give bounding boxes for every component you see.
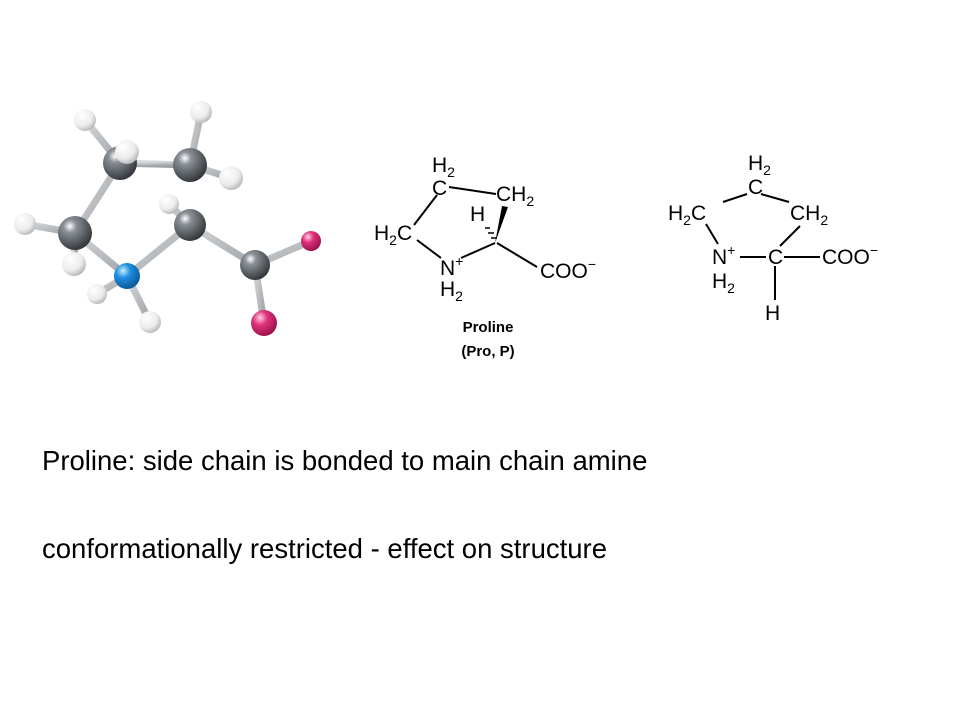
carbon-atom xyxy=(240,250,270,280)
stereo-wedge xyxy=(495,206,508,243)
caption-line1: Proline xyxy=(463,319,514,336)
carboxylate: COO− xyxy=(540,256,596,283)
top-ch2-h: H2 xyxy=(748,152,771,178)
nitrogen-h2: H2 xyxy=(712,270,735,296)
description-line-2: conformationally restricted - effect on … xyxy=(42,533,608,564)
top-ch2-c: C xyxy=(748,176,763,199)
hydrogen-atom xyxy=(115,140,139,164)
carboxylate: COO− xyxy=(822,242,878,269)
oxygen-atom xyxy=(301,231,321,251)
carbon-atom xyxy=(173,148,207,182)
top-ch2-h: H2 xyxy=(432,154,455,180)
hydrogen-atom xyxy=(219,166,243,190)
top-ch2-c: C xyxy=(432,177,447,200)
hydrogen-atom xyxy=(139,311,161,333)
nitrogen-label: N+ xyxy=(440,253,463,280)
carbon-atom xyxy=(174,209,206,241)
hydrogen-atom xyxy=(190,101,212,123)
stereo-hash xyxy=(485,227,497,239)
right-ch2: CH2 xyxy=(496,183,534,209)
carbon-atom xyxy=(58,216,92,250)
hydrogen-atom xyxy=(62,252,86,276)
hydrogen-atom xyxy=(14,213,36,235)
proline-structure-projection: H2 C H2C CH2 N+ H2 C COO− H xyxy=(668,152,878,325)
nitrogen-atom xyxy=(114,263,140,289)
alpha-carbon: C xyxy=(768,246,783,269)
proline-structure-wedge: H2 C CH2 H H2C N+ H2 COO− Proline (Pro, … xyxy=(374,154,596,360)
wedge-h: H xyxy=(470,203,485,226)
left-ch2: H2C xyxy=(374,222,412,248)
bottom-h: H xyxy=(765,302,780,325)
hydrogen-atom xyxy=(159,194,179,214)
hydrogen-atom xyxy=(87,284,107,304)
ball-and-stick-model xyxy=(14,101,321,336)
hydrogen-atom xyxy=(74,109,96,131)
nitrogen-h2: H2 xyxy=(440,278,463,304)
left-ch2: H2C xyxy=(668,202,706,228)
nitrogen-label: N+ xyxy=(712,242,735,269)
caption-line2: (Pro, P) xyxy=(461,343,514,360)
oxygen-atom xyxy=(251,310,277,336)
right-ch2: CH2 xyxy=(790,202,828,228)
model-bonds xyxy=(21,108,315,327)
description-line-1: Proline: side chain is bonded to main ch… xyxy=(42,445,648,476)
